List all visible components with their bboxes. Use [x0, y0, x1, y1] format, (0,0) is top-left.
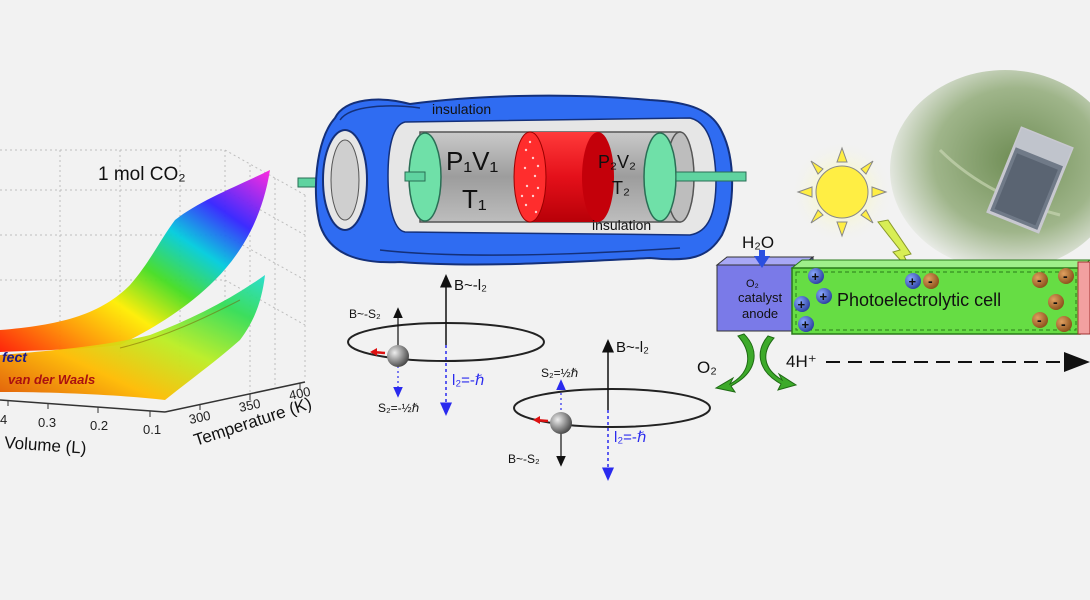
svg-text:-: -	[1053, 294, 1058, 310]
state-1-t: T₁	[462, 184, 487, 214]
anode-label-anode: anode	[742, 306, 778, 321]
negative-ion: -	[1058, 268, 1074, 284]
svg-text:-: -	[1061, 316, 1066, 332]
cathode-edge	[1077, 261, 1090, 335]
svg-text:-: -	[1063, 268, 1068, 284]
volume-tick-2: 0.3	[38, 415, 56, 430]
oxygen-label: O₂	[697, 358, 717, 377]
water-label: H₂O	[742, 233, 774, 252]
spin-orbit-diagram-2: B~-l₂ S₂=½ℏ B~-S₂ l₂=-ℏ	[508, 339, 711, 481]
porous-plug-face	[513, 131, 547, 223]
proton-label: 4H⁺	[786, 352, 817, 371]
b-sz-label-2: B~-S₂	[508, 452, 540, 466]
spin-orbit-diagram-1: B~-l₂ B~-S₂ S₂=-½ℏ l₂=-ℏ	[347, 274, 545, 416]
svg-text:-: -	[1037, 312, 1042, 328]
b-lz-label-1: B~-l₂	[454, 277, 487, 294]
positive-ion: +	[816, 288, 832, 304]
piston-rod-right	[675, 171, 747, 182]
ideal-gas-surface	[0, 170, 270, 352]
lz-label-2: l₂=-ℏ	[614, 429, 646, 446]
negative-ion: -	[1056, 316, 1072, 332]
positive-ion: +	[808, 268, 824, 284]
cell-label: Photoelectrolytic cell	[837, 290, 1001, 310]
electron-2	[550, 412, 572, 434]
volume-tick-4: 0.1	[143, 422, 161, 437]
gas-surface-plot: 1 mol CO₂ fect van der Waals 4 0.3 0.2 0…	[0, 149, 314, 458]
temperature-tick-3: 400	[288, 384, 312, 403]
state-2-t: T₂	[612, 178, 630, 198]
svg-text:+: +	[812, 269, 820, 284]
electron-1	[387, 345, 409, 367]
negative-ion: -	[1032, 272, 1048, 288]
positive-ion: +	[798, 316, 814, 332]
van-der-waals-label: van der Waals	[8, 372, 95, 387]
oxygen-curved-arrow	[714, 333, 755, 393]
joule-expansion-apparatus: insulation insulation P₁V₁ T₁ P₂V₂ T₂	[314, 94, 747, 266]
positive-ion: +	[794, 296, 810, 312]
b-lz-label-2: B~-l₂	[616, 339, 649, 356]
insulation-label-bottom: insulation	[592, 217, 651, 233]
state-2-pv: P₂V₂	[598, 152, 636, 172]
proton-curved-arrow	[759, 335, 798, 391]
volume-tick-3: 0.2	[90, 418, 108, 433]
sun-icon	[796, 146, 888, 238]
sz-label-1: S₂=-½ℏ	[378, 401, 420, 415]
right-piston	[643, 132, 677, 222]
photo-electrode	[986, 126, 1074, 234]
svg-text:-: -	[1037, 272, 1042, 288]
lz-label-1: l₂=-ℏ	[452, 372, 484, 389]
svg-text:+: +	[820, 289, 828, 304]
orbit-2	[513, 388, 711, 428]
negative-ion: -	[923, 273, 939, 289]
anode-label-o2: O₂	[746, 278, 759, 290]
temperature-axis	[164, 381, 306, 413]
temperature-tick-1: 300	[188, 408, 212, 427]
svg-text:+: +	[909, 274, 917, 289]
anode-label-catalyst: catalyst	[738, 290, 782, 305]
b-sz-label-1: B~-S₂	[349, 307, 381, 321]
state-1-pv: P₁V₁	[446, 146, 498, 176]
negative-ion: -	[1048, 294, 1064, 310]
water-arrow	[754, 256, 770, 268]
volume-axis	[0, 399, 166, 413]
volume-axis-label: Volume (L)	[4, 433, 87, 458]
svg-text:-: -	[928, 273, 933, 289]
svg-text:+: +	[802, 317, 810, 332]
van-der-waals-surface	[0, 275, 265, 400]
ideal-gas-label: fect	[2, 349, 28, 365]
volume-tick-1: 4	[0, 412, 7, 427]
temperature-tick-2: 350	[238, 396, 262, 415]
plot-title: 1 mol CO₂	[98, 164, 186, 185]
negative-ion: -	[1032, 312, 1048, 328]
photoelectrolysis-diagram: O₂ catalyst anode H₂O Photoelectrolytic …	[697, 70, 1090, 393]
insulation-label-top: insulation	[432, 101, 491, 117]
sz-label-2: S₂=½ℏ	[541, 366, 579, 380]
positive-ion: +	[905, 273, 921, 289]
svg-text:+: +	[798, 297, 806, 312]
